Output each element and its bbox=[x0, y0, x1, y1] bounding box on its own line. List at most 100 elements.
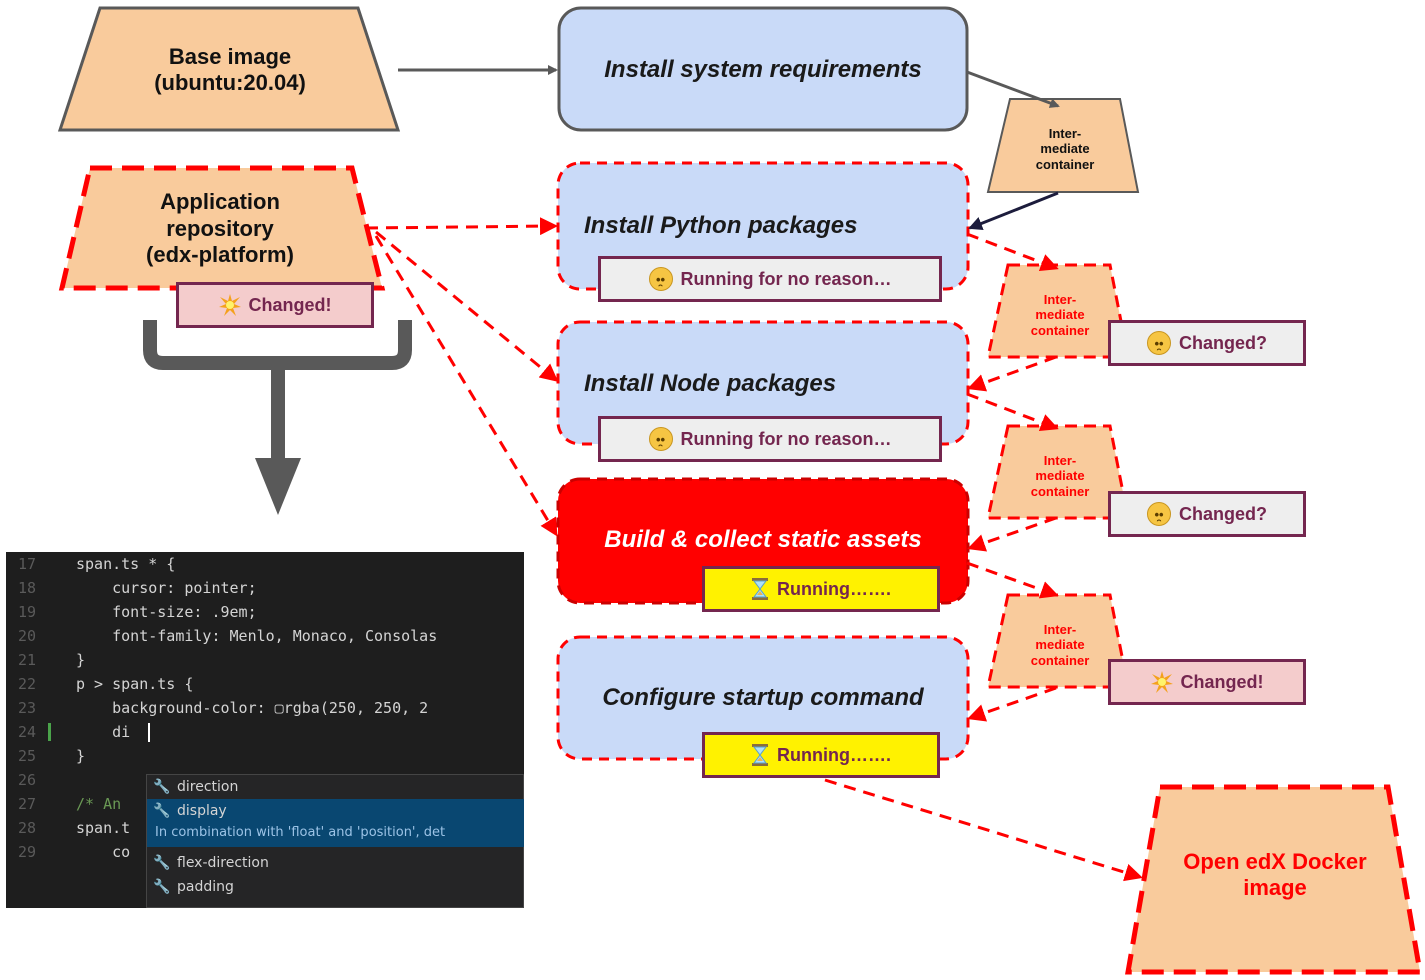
code-line: 22 p > span.ts { bbox=[6, 672, 524, 696]
line-number: 17 bbox=[18, 555, 37, 573]
step-box-system bbox=[557, 6, 969, 132]
intermediate-1-line1: Inter- bbox=[1048, 125, 1082, 141]
line-number: 22 bbox=[18, 675, 37, 693]
code-line: 29 co bbox=[6, 840, 524, 864]
int3-changed-q-badge: •̯• Changed? bbox=[1108, 491, 1306, 537]
intermediate-3-line3: container bbox=[1030, 483, 1090, 499]
intermediate-2-line2: mediate bbox=[1035, 307, 1085, 323]
line-number: 26 bbox=[18, 771, 37, 789]
node-no-reason-badge: •̯• Running for no reason… bbox=[598, 416, 942, 462]
code-text: background-color: ▢rgba(250, 250, 2 bbox=[76, 699, 429, 717]
code-line: 25} bbox=[6, 744, 524, 768]
code-line: 21} bbox=[6, 648, 524, 672]
code-line: 17 span.ts * { bbox=[6, 552, 524, 576]
app-repo-line2: repository bbox=[166, 215, 274, 241]
intermediate-4-line3: container bbox=[1030, 652, 1090, 668]
code-text: di bbox=[76, 723, 131, 741]
code-text: } bbox=[76, 747, 86, 765]
confused-face-icon: •̯• bbox=[648, 427, 673, 451]
intermediate-4-line2: mediate bbox=[1035, 637, 1085, 653]
intermediate-3-line2: mediate bbox=[1035, 468, 1085, 484]
step-label-python: Install Python packages bbox=[584, 212, 858, 239]
intermediate-2-line1: Inter- bbox=[1043, 291, 1077, 307]
code-text: span.ts * { bbox=[76, 555, 176, 573]
arrow-static-to-int4 bbox=[966, 561, 1059, 599]
intermediate-label-2: Inter- mediate container bbox=[1005, 284, 1115, 346]
intermediate-1-line3: container bbox=[1035, 156, 1095, 172]
suggestion-detail: In combination with 'float' and 'positio… bbox=[155, 825, 446, 840]
code-line: 27/* An bbox=[6, 792, 524, 816]
intermediate-label-1: Inter- mediate container bbox=[1010, 118, 1120, 180]
arrow-node-to-int3 bbox=[966, 392, 1059, 432]
arrow-system-to-intermediate bbox=[966, 70, 1060, 108]
arrow-int2-to-node bbox=[967, 355, 1057, 392]
hourglass-icon bbox=[751, 744, 769, 766]
hourglass-icon bbox=[751, 578, 769, 600]
output-image-line2: image bbox=[1243, 875, 1307, 900]
arrow-repo-to-python bbox=[365, 217, 558, 236]
confused-face-icon: •̯• bbox=[1147, 502, 1171, 526]
arrow-int4-to-startup bbox=[967, 686, 1057, 722]
gutter-modified-marker bbox=[48, 723, 51, 741]
code-text: span.t bbox=[76, 819, 131, 837]
suggestion-item-selected[interactable]: 🔧 display In combination with 'float' and… bbox=[147, 799, 524, 847]
intermediate-4-line1: Inter- bbox=[1043, 621, 1077, 637]
intermediate-label-3: Inter- mediate container bbox=[1005, 445, 1115, 507]
line-number: 28 bbox=[18, 819, 37, 837]
suggestion-label: direction bbox=[177, 779, 239, 795]
repo-changed-text: Changed! bbox=[248, 294, 332, 315]
arrow-python-to-int2 bbox=[966, 232, 1059, 272]
code-line-active[interactable]: 24 di bbox=[6, 720, 524, 744]
arrow-repo-to-static bbox=[374, 235, 558, 537]
wrench-icon: 🔧 bbox=[153, 879, 171, 895]
code-text: font-family: Menlo, Monaco, Consolas bbox=[76, 627, 438, 645]
python-no-reason-badge: •̯• Running for no reason… bbox=[598, 256, 942, 302]
code-text: font-size: .9em; bbox=[76, 603, 257, 621]
base-image-line2: (ubuntu:20.04) bbox=[154, 70, 306, 95]
intermediate-2-line3: container bbox=[1030, 322, 1090, 338]
int2-changed-q-badge: •̯• Changed? bbox=[1108, 320, 1306, 366]
line-number: 29 bbox=[18, 843, 37, 861]
suggestion-label: flex-direction bbox=[177, 855, 269, 871]
code-line: 26 bbox=[6, 768, 524, 792]
suggestion-item[interactable]: 🔧padding bbox=[147, 875, 524, 899]
output-image-line1: Open edX Docker bbox=[1183, 848, 1367, 874]
step-box-startup bbox=[556, 635, 970, 761]
code-text: co bbox=[76, 843, 131, 861]
suggestion-label: display bbox=[177, 803, 227, 819]
wrench-icon: 🔧 bbox=[153, 855, 171, 871]
step-label-static: Build & collect static assets bbox=[604, 526, 922, 553]
line-number: 23 bbox=[18, 699, 37, 717]
line-number: 24 bbox=[18, 723, 37, 741]
line-number: 19 bbox=[18, 603, 37, 621]
text-cursor bbox=[148, 723, 150, 742]
output-image-shape bbox=[1125, 784, 1423, 975]
line-number: 21 bbox=[18, 651, 37, 669]
line-number: 18 bbox=[18, 579, 37, 597]
step-label-system: Install system requirements bbox=[604, 56, 922, 83]
intermediate-label-4: Inter- mediate container bbox=[1005, 614, 1115, 676]
arrow-int3-to-static bbox=[967, 516, 1057, 552]
base-image-shape bbox=[57, 6, 401, 132]
step-label-startup: Configure startup command bbox=[602, 684, 924, 711]
intermediate-1-line2: mediate bbox=[1040, 141, 1090, 157]
code-line: 23 background-color: ▢rgba(250, 250, 2 bbox=[6, 696, 524, 720]
wrench-icon: 🔧 bbox=[153, 803, 171, 819]
explosion-icon bbox=[1150, 671, 1173, 693]
suggestion-item[interactable]: 🔧 flex-direction bbox=[147, 851, 524, 875]
line-number: 25 bbox=[18, 747, 37, 765]
output-image-label: Open edX Docker image bbox=[1150, 840, 1400, 910]
suggestion-item[interactable]: 🔧direction bbox=[147, 775, 524, 799]
code-text: p > span.ts { bbox=[76, 675, 194, 693]
confused-face-icon: •̯• bbox=[1147, 331, 1171, 355]
intermediate-shape-1 bbox=[986, 98, 1140, 193]
startup-running-text: Running……. bbox=[777, 744, 891, 765]
startup-running-badge: Running……. bbox=[702, 732, 940, 778]
bracket-arrow-head bbox=[255, 458, 301, 515]
code-text: } bbox=[76, 651, 86, 669]
line-number: 27 bbox=[18, 795, 37, 813]
int4-changed-badge: Changed! bbox=[1108, 659, 1306, 705]
code-line: 20 font-family: Menlo, Monaco, Consolas bbox=[6, 624, 524, 648]
arrow-startup-to-output bbox=[824, 778, 1143, 882]
